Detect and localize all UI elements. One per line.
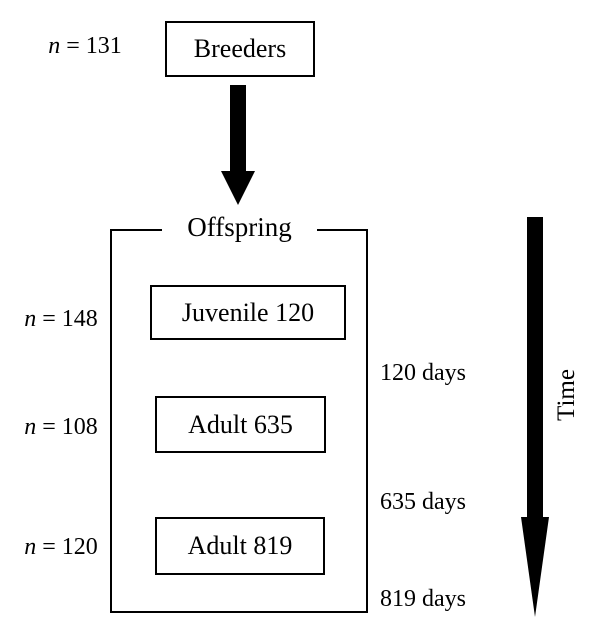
adult-819-sample-size: n = 120 [24, 534, 98, 560]
offspring-group-label: Offspring [162, 210, 317, 244]
adult-635-sample-size: n = 108 [24, 414, 98, 440]
stage-box-adult-635: Adult 635 [155, 396, 326, 453]
juvenile-sample-size: n = 148 [24, 306, 98, 332]
flow-arrow-shaft [230, 85, 246, 172]
stage-box-adult-819-label: Adult 819 [187, 531, 293, 560]
time-marker-120-days: 120 days [380, 360, 466, 386]
time-axis-label: Time [553, 369, 580, 421]
breeders-sample-size: n = 131 [48, 33, 122, 59]
time-arrow-head [521, 517, 549, 617]
breeders-box: Breeders [165, 21, 315, 77]
time-marker-819-days: 819 days [380, 586, 466, 612]
stage-box-juvenile: Juvenile 120 [150, 285, 346, 340]
time-arrow [521, 217, 549, 617]
flow-arrow-down [221, 85, 255, 205]
stage-box-juvenile-label: Juvenile 120 [181, 297, 315, 327]
stage-box-adult-819: Adult 819 [155, 517, 325, 575]
breeders-box-label: Breeders [193, 34, 287, 63]
flow-arrow-head [221, 171, 255, 205]
time-arrow-shaft [527, 217, 543, 518]
time-marker-635-days: 635 days [380, 489, 466, 515]
stage-box-adult-635-label: Adult 635 [188, 409, 293, 439]
